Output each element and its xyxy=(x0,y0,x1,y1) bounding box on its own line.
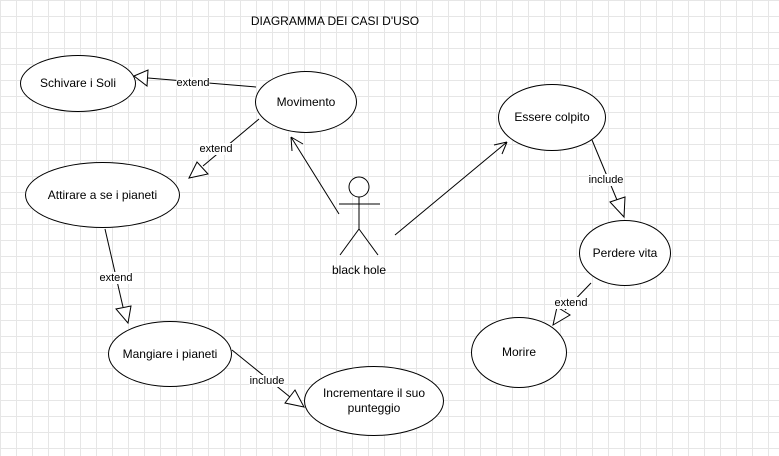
relation-line-movimento-attirare xyxy=(202,118,260,167)
relation-label-movimento-attirare: extend xyxy=(199,143,233,155)
diagram-title: DIAGRAMMA DEI CASI D'USO xyxy=(250,14,420,28)
arrowhead-perdere xyxy=(609,196,626,219)
use-case-attirare-a-se-i-pianeti[interactable]: Attirare a se i pianeti xyxy=(25,162,180,228)
relation-label-perdere-morire: extend xyxy=(554,297,588,309)
use-case-mangiare-i-pianeti[interactable]: Mangiare i pianeti xyxy=(108,321,232,387)
relation-line-attirare-mangiare xyxy=(104,228,124,308)
relation-label-mangiare-incrementare: include xyxy=(249,375,285,387)
relation-label-attirare-mangiare: extend xyxy=(99,272,133,284)
arrowhead-morire xyxy=(552,306,571,327)
association-actor-essere-colpito xyxy=(394,141,508,236)
relation-line-colpito-perdere xyxy=(591,139,618,201)
use-case-perdere-vita[interactable]: Perdere vita xyxy=(579,220,671,286)
association-actor-movimento xyxy=(290,136,340,215)
use-case-morire[interactable]: Morire xyxy=(471,317,567,388)
relation-line-mangiare-incrementare xyxy=(231,349,291,398)
actor-label: black hole xyxy=(331,263,387,277)
use-case-schivare-i-soli[interactable]: Schivare i Soli xyxy=(20,55,136,112)
relation-label-colpito-perdere: include xyxy=(588,174,624,186)
use-case-essere-colpito[interactable]: Essere colpito xyxy=(498,84,606,151)
arrowhead-attirare xyxy=(188,161,209,179)
arrowhead-mangiare xyxy=(115,305,132,325)
actor-stick-figure[interactable] xyxy=(339,176,380,256)
use-case-movimento[interactable]: Movimento xyxy=(255,71,357,133)
use-case-incrementare-il-suo-punteggio[interactable]: Incrementare il suo punteggio xyxy=(304,366,444,436)
arrowhead-incrementare xyxy=(284,389,305,408)
arrowhead-schivare xyxy=(133,69,149,87)
relation-label-movimento-schivare: extend xyxy=(176,77,210,89)
